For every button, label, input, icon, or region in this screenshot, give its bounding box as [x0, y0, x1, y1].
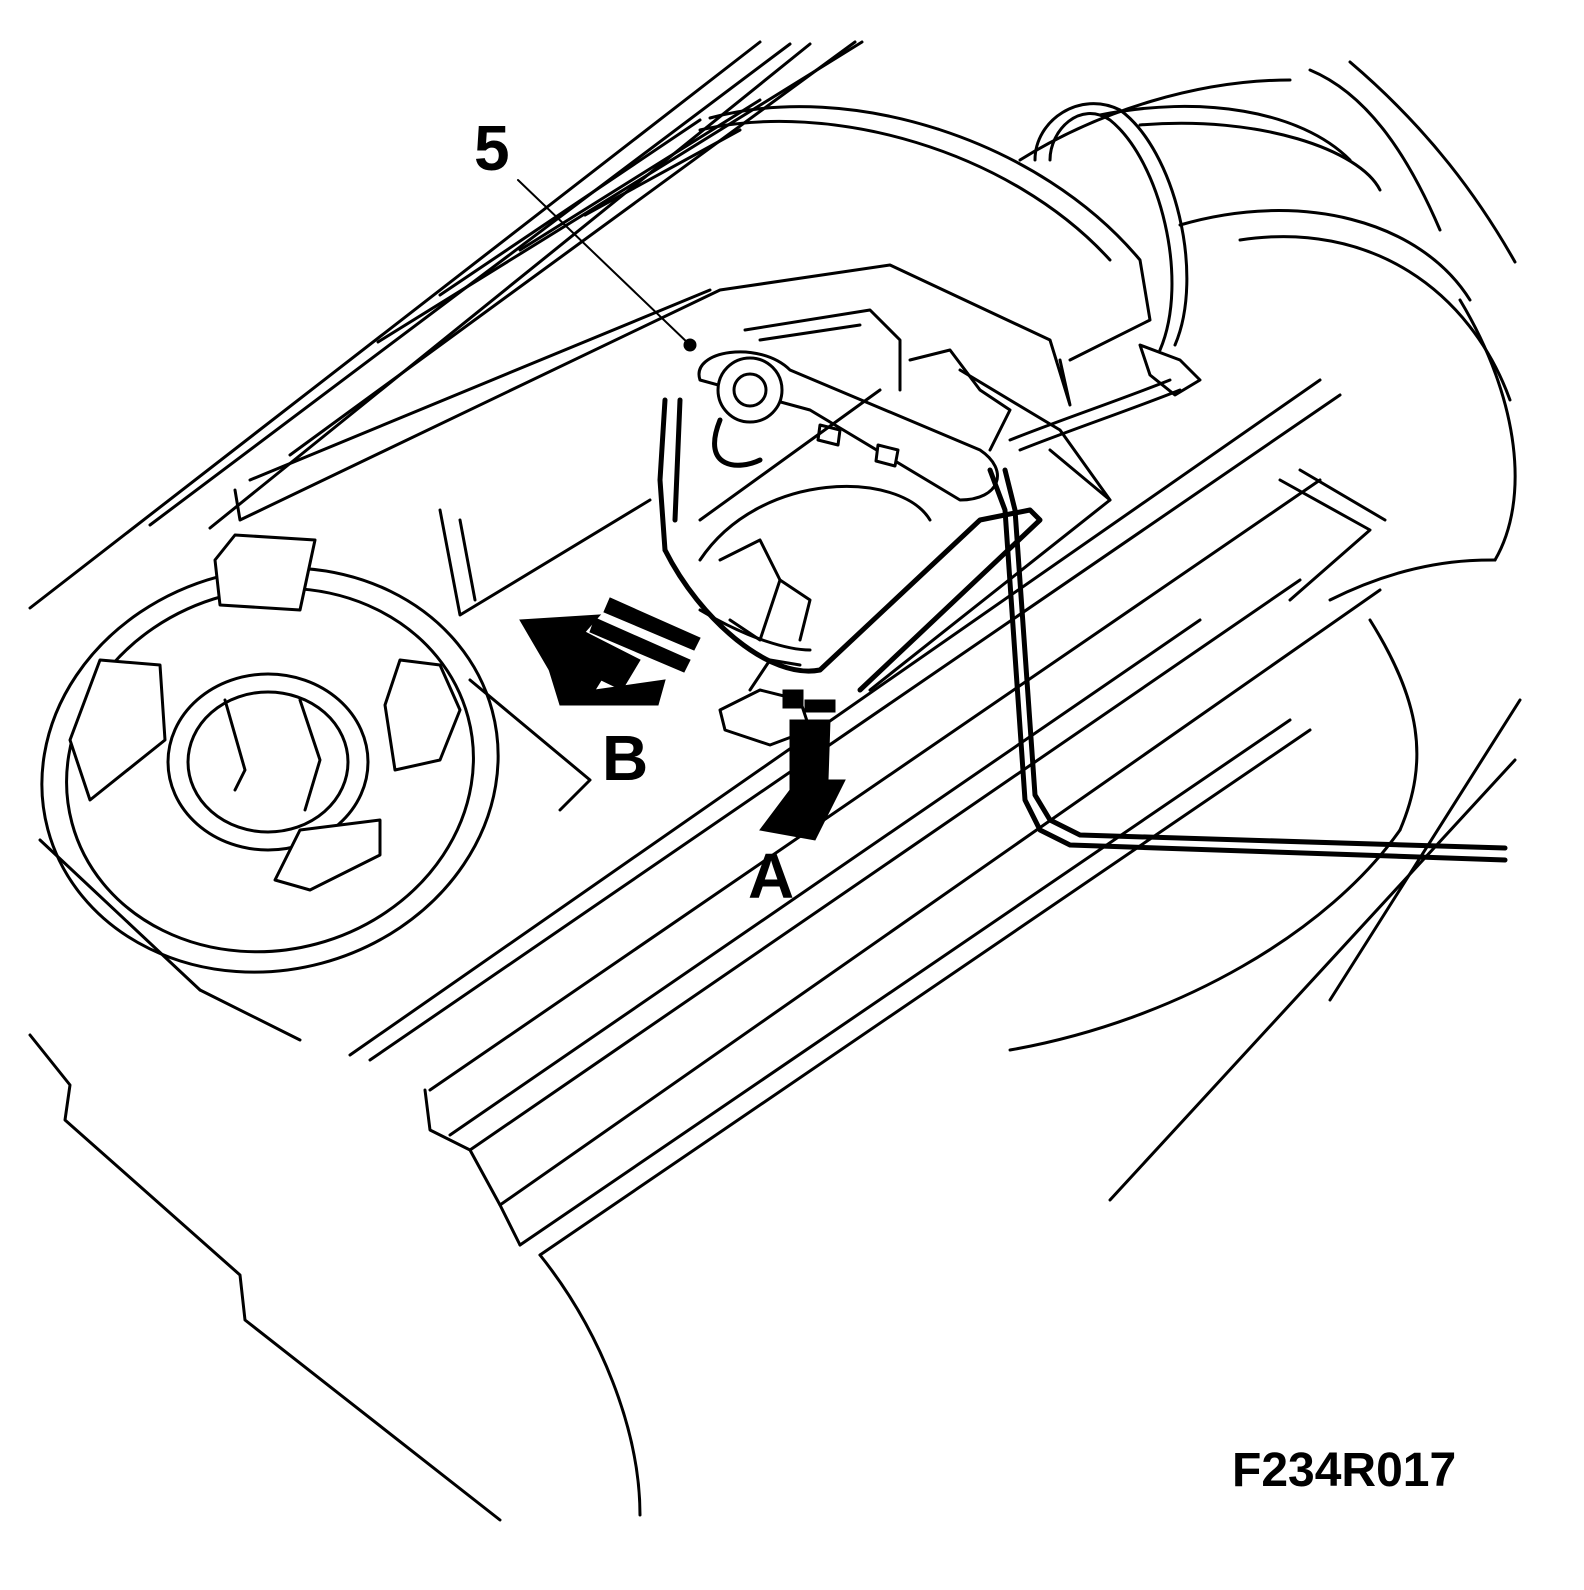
direction-a-label: A [748, 840, 794, 912]
figure-code: F234R017 [1232, 1444, 1456, 1497]
tank-background-lines [28, 40, 864, 610]
pump-cap [40, 533, 500, 974]
mounting-plate [233, 105, 1152, 812]
connector-clip-assembly [657, 308, 1043, 747]
wire-harness [987, 102, 1508, 863]
arrow-a [759, 689, 846, 841]
tank-lower-rails [28, 378, 1387, 1522]
callout-5-dot [683, 338, 697, 352]
callout-5-label: 5 [474, 112, 510, 184]
tank-right-body [1008, 60, 1522, 1202]
arrow-b [519, 597, 701, 706]
callout-5-leader [517, 179, 697, 352]
direction-b-label: B [602, 722, 648, 794]
